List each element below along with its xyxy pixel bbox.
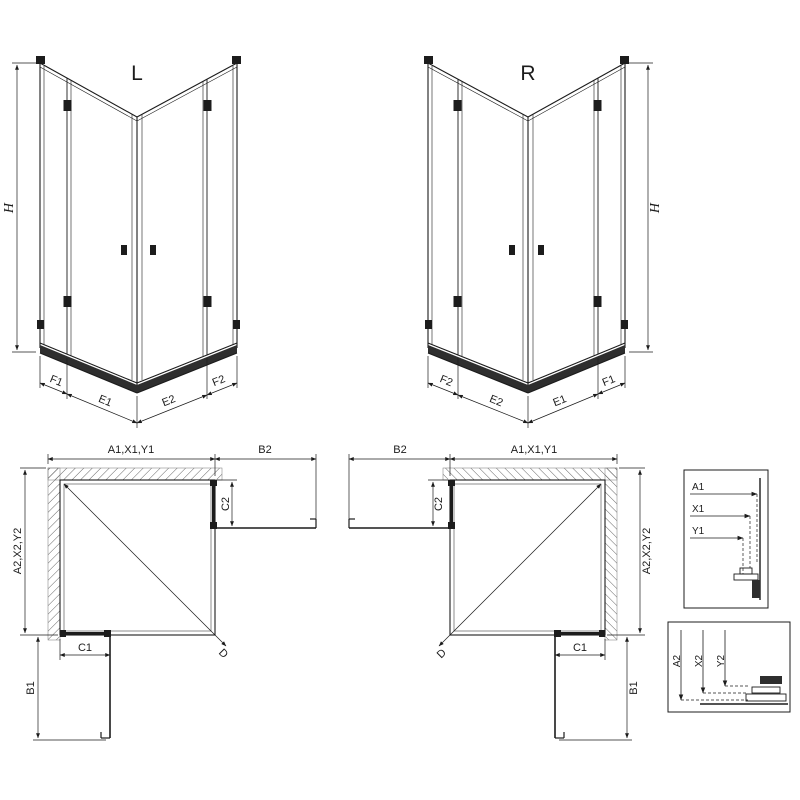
dim-label-f1: F1 (601, 373, 617, 389)
dim-label-c2: C2 (433, 497, 445, 511)
plan-art (20, 454, 316, 740)
cabin-3d-art-mirrored (424, 56, 653, 428)
dim-label-c1: C1 (573, 642, 587, 654)
dim-label-f2: F2 (438, 373, 454, 389)
dim-label-y2: Y2 (716, 654, 727, 667)
dim-label-h: H (2, 202, 17, 214)
dim-label-x2: X2 (694, 654, 705, 667)
dim-label-width: A1,X1,Y1 (108, 444, 154, 456)
dim-label-f1: F1 (48, 373, 64, 389)
plan-view-right: B2 A1,X1,Y1 A2,X2,Y2 B1 C1 C2 D (349, 444, 653, 740)
dim-label-width: A1,X1,Y1 (511, 444, 557, 456)
detail-width-measuring: A1 X1 Y1 (683, 469, 769, 609)
dim-label-y1: Y1 (692, 526, 705, 537)
view-label-left: L (131, 62, 143, 85)
view-label-right: R (520, 62, 535, 85)
plan-view-left: A1,X1,Y1 B2 A2,X2,Y2 B1 C1 C2 D (12, 444, 316, 740)
dim-label-b2: B2 (393, 444, 406, 456)
plan-art-mirrored (349, 454, 645, 740)
dim-label-depth: A2,X2,Y2 (12, 528, 24, 574)
dim-label-e2: E2 (488, 393, 505, 409)
dim-label-x1: X1 (692, 504, 705, 515)
dim-label-b2: B2 (258, 444, 271, 456)
front-view-left: L H F1 E1 E2 F2 (2, 56, 241, 428)
dim-label-b1: B1 (628, 681, 640, 694)
dim-label-depth: A2,X2,Y2 (641, 528, 653, 574)
dim-label-a1: A1 (692, 482, 705, 493)
dim-label-h: H (648, 202, 663, 214)
dim-label-c2: C2 (220, 497, 232, 511)
cabin-3d-art (12, 56, 241, 428)
dim-label-d: D (216, 647, 230, 661)
dim-label-f2: F2 (211, 373, 227, 389)
dim-label-e1: E1 (551, 393, 568, 409)
reference-dashes (681, 685, 748, 701)
detail-depth-measuring: A2 X2 Y2 (667, 621, 791, 713)
wall-profile-section (733, 478, 761, 600)
front-view-right: R H F2 E2 E1 F1 (424, 56, 663, 428)
dim-label-c1: C1 (78, 642, 92, 654)
reference-dashes (742, 494, 758, 574)
dim-label-e2: E2 (160, 393, 177, 409)
dim-label-e1: E1 (97, 393, 114, 409)
dim-label-b1: B1 (25, 681, 37, 694)
wall-profile-section (700, 676, 788, 705)
dim-label-d: D (435, 647, 449, 661)
detail-box (683, 469, 769, 609)
detail-box (667, 621, 791, 713)
dim-label-a2: A2 (672, 654, 683, 667)
